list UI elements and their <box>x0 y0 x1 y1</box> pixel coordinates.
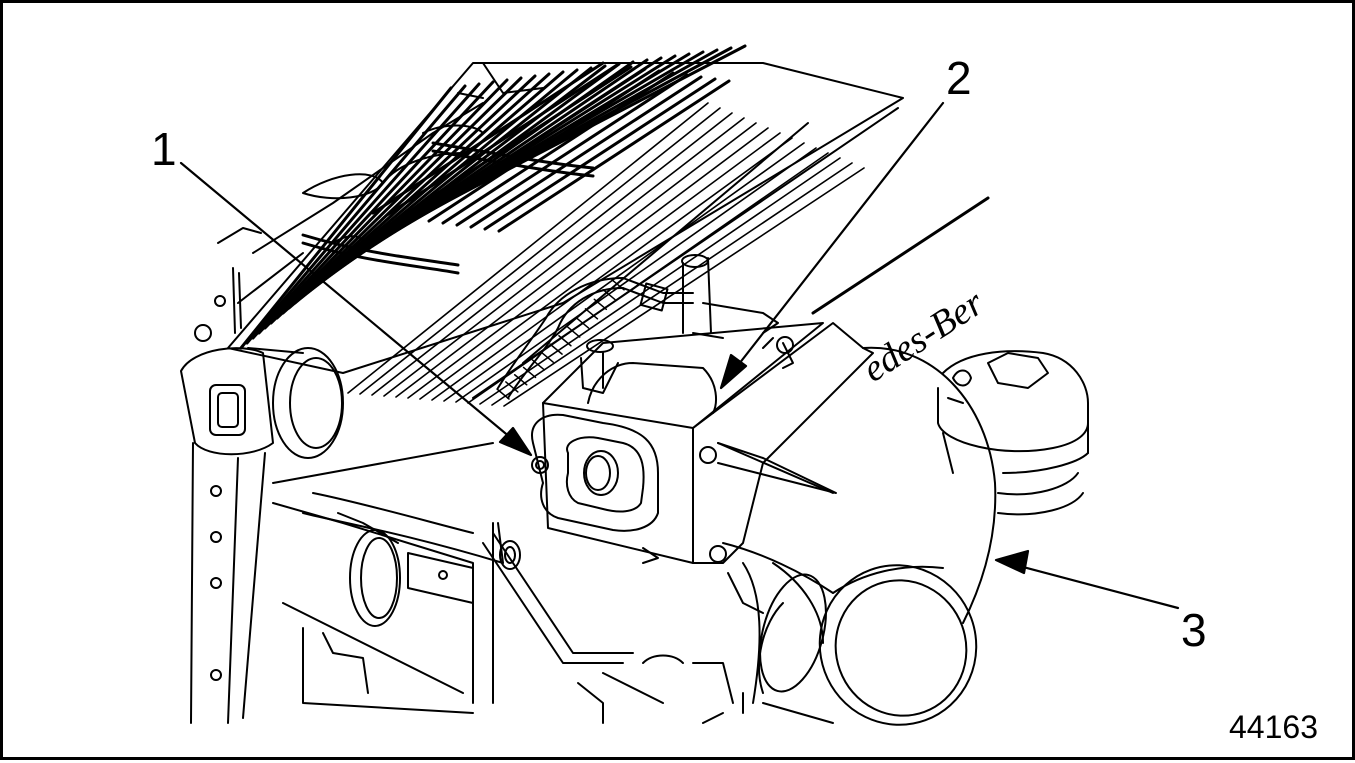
front-housing <box>180 267 344 724</box>
leader-line-1 <box>179 161 533 457</box>
cover-straps <box>301 141 595 275</box>
turbocharger <box>937 350 1089 516</box>
callout-label-3: 3 <box>1181 604 1207 656</box>
figure-number: 44163 <box>1229 709 1318 745</box>
rocker-cover <box>217 62 904 374</box>
egr-flange <box>531 413 659 532</box>
exhaust-elbow <box>577 346 997 726</box>
engraved-logo-text: edes-Ber <box>855 282 991 391</box>
manifold-housing <box>542 322 874 564</box>
callout-label-2: 2 <box>946 52 972 104</box>
hose-ribs <box>496 279 625 400</box>
leader-line-3 <box>994 549 1180 610</box>
line-drawing: edes-Ber <box>179 44 1180 726</box>
callout-label-1: 1 <box>151 123 177 175</box>
lower-block <box>272 442 634 714</box>
leader-line-2 <box>719 101 945 390</box>
